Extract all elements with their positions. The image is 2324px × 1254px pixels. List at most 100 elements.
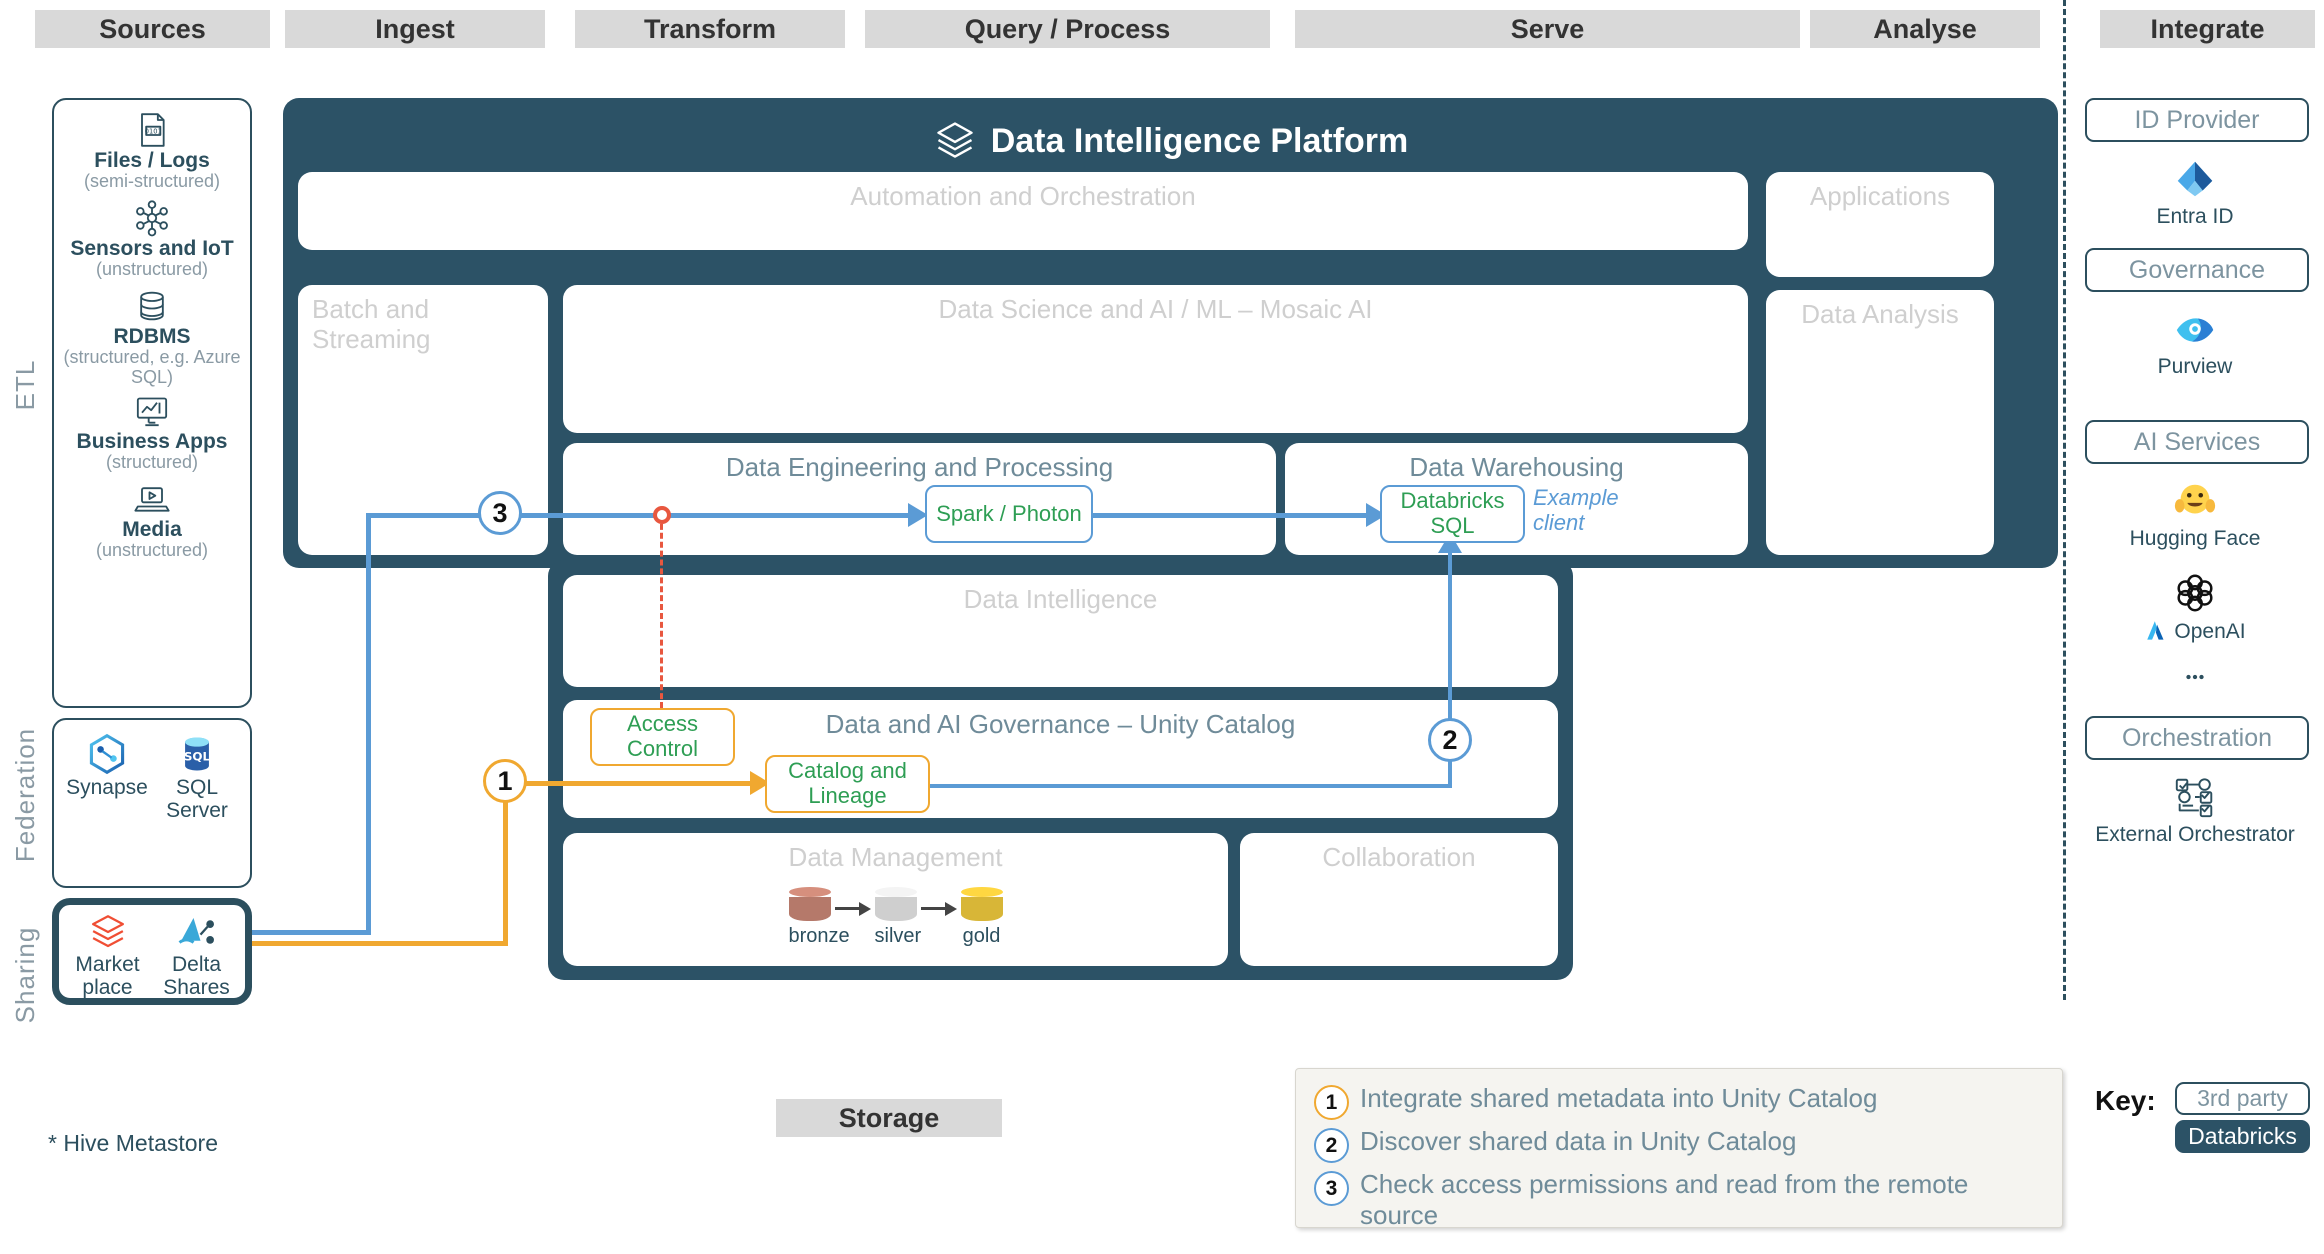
connector-step3-from-sharing	[252, 930, 370, 935]
mosaic-ai-box[interactable]: Data Science and AI / ML – Mosaic AI	[563, 285, 1748, 433]
source-subtitle: (structured, e.g. Azure SQL)	[63, 346, 241, 387]
integrate-pill-id-provider[interactable]: ID Provider	[2085, 98, 2309, 142]
step-marker-3[interactable]: 3	[478, 491, 522, 535]
applications-label: Applications	[1809, 181, 1951, 211]
data-intelligence-box[interactable]: Data Intelligence	[563, 575, 1558, 687]
source-title: Sensors and IoT	[70, 236, 234, 260]
federation-item-label: Synapse	[66, 776, 148, 799]
data-management-label: Data Management	[788, 842, 1003, 872]
legend-entry-1: 1 Integrate shared metadata into Unity Ca…	[1314, 1083, 2044, 1120]
sharing-item-0[interactable]: Market place	[63, 911, 152, 999]
access-control-box[interactable]: Access Control	[590, 708, 735, 766]
automation-orchestration-box[interactable]: Automation and Orchestration	[298, 172, 1748, 250]
connector-spark-to-sql	[1090, 513, 1373, 518]
platform-title-text: Data Intelligence Platform	[990, 121, 1409, 160]
integrate-item-label: Entra ID	[2156, 205, 2234, 228]
integrate-item-label: Purview	[2157, 355, 2233, 379]
source-item-1[interactable]: Sensors and IoT(unstructured)	[60, 198, 244, 280]
databricks-sql-box[interactable]: Databricks SQL	[1380, 485, 1525, 543]
source-title: Files / Logs	[94, 149, 210, 172]
integrate-pill-governance[interactable]: Governance	[2085, 248, 2309, 293]
phase-bar-serve[interactable]: Serve	[1295, 10, 1800, 48]
hugging-face-icon	[2172, 478, 2218, 524]
integrate-item-label: OpenAI	[2174, 619, 2246, 643]
step-marker-2[interactable]: 2	[1428, 718, 1472, 762]
integrate-pill-ai-services[interactable]: AI Services	[2085, 420, 2309, 465]
phase-bar-analyse[interactable]: Analyse	[1810, 10, 2040, 48]
batch-streaming-label: Batch and Streaming	[312, 294, 431, 354]
phase-bar-transform[interactable]: Transform	[575, 10, 845, 48]
medallion-arrow-icon	[920, 896, 957, 922]
data-analysis-box[interactable]: Data Analysis	[1766, 290, 1994, 555]
integrate-item-ai-services-0[interactable]: Hugging Face	[2085, 478, 2305, 550]
source-subtitle: (structured)	[105, 452, 199, 473]
legend-text: Discover shared data in Unity Catalog	[1360, 1126, 1797, 1156]
monitor-chart-icon	[132, 391, 172, 431]
azure-openai-icon	[2172, 570, 2218, 616]
integrate-item-label: External Orchestrator	[2095, 823, 2295, 847]
medallion-silver: silver	[874, 886, 921, 948]
data-intelligence-label: Data Intelligence	[963, 584, 1158, 614]
step-marker-1[interactable]: 1	[483, 759, 527, 803]
database-icon	[132, 286, 172, 326]
source-title: Media	[122, 518, 182, 542]
federation-item-label: SQL Server	[166, 776, 228, 823]
integrate-item-ai-services-1[interactable]: OpenAI	[2085, 570, 2305, 644]
integrate-item-orchestration-0[interactable]: External Orchestrator	[2085, 774, 2305, 846]
data-engineering-box[interactable]: Data Engineering and Processing	[563, 443, 1276, 555]
unity-catalog-label: Data and AI Governance – Unity Catalog	[825, 709, 1296, 739]
medallion-gold: gold	[960, 886, 1003, 948]
integrate-item-label: Hugging Face	[2129, 527, 2261, 551]
automation-orchestration-label: Automation and Orchestration	[850, 181, 1196, 211]
phase-bar-sources[interactable]: Sources	[35, 10, 270, 48]
sharing-item-1[interactable]: Delta Shares	[152, 911, 241, 999]
key-databricks-pill: Databricks	[2175, 1120, 2310, 1153]
collaboration-box[interactable]: Collaboration	[1240, 833, 1558, 966]
source-item-2[interactable]: RDBMS(structured, e.g. Azure SQL)	[60, 286, 244, 388]
etl-side-label: ETL	[9, 359, 40, 411]
access-control-dot-icon	[653, 506, 671, 524]
connector-step1-from-sharing	[252, 941, 508, 946]
svg-text:SQL: SQL	[184, 749, 211, 763]
phase-bar-integrate[interactable]: Integrate	[2100, 10, 2315, 48]
federation-item-0[interactable]: Synapse	[62, 732, 152, 822]
spark-photon-box[interactable]: Spark / Photon	[925, 485, 1093, 543]
connector-step3-arrowhead	[908, 503, 928, 527]
connector-step1-vertical	[503, 781, 508, 945]
legend-text: Integrate shared metadata into Unity Cat…	[1360, 1083, 1878, 1113]
storage-label: Storage	[776, 1099, 1002, 1137]
federation-side-label: Federation	[9, 727, 40, 863]
integrate-item-id-provider-0[interactable]: Entra ID	[2085, 156, 2305, 228]
catalog-lineage-box[interactable]: Catalog and Lineage	[765, 755, 930, 813]
data-management-box[interactable]: Data Management bronze silver gold	[563, 833, 1228, 966]
applications-box[interactable]: Applications	[1766, 172, 1994, 277]
azure-a-icon	[2144, 618, 2170, 644]
data-engineering-label: Data Engineering and Processing	[725, 452, 1114, 482]
medallion-label: gold	[962, 924, 1001, 947]
legend-number: 3	[1314, 1171, 1349, 1206]
phase-bar-query-process[interactable]: Query / Process	[865, 10, 1270, 48]
federation-card[interactable]: Synapse SQL SQL Server	[52, 718, 252, 888]
access-control-dashed-link	[660, 515, 663, 708]
source-item-3[interactable]: Business Apps(structured)	[60, 391, 244, 473]
integrate-pill-orchestration[interactable]: Orchestration	[2085, 716, 2309, 761]
azure-synapse-icon	[85, 732, 129, 776]
federation-item-1[interactable]: SQL SQL Server	[152, 732, 242, 822]
integrate-item-ai-services-2[interactable]	[2085, 664, 2305, 690]
source-item-4[interactable]: Media(unstructured)	[60, 479, 244, 561]
hive-metastore-footnote: * Hive Metastore	[48, 1130, 219, 1156]
legend-box: 1 Integrate shared metadata into Unity Ca…	[1295, 1068, 2063, 1230]
integrate-item-governance-0[interactable]: Purview	[2085, 306, 2305, 378]
phase-bar-ingest[interactable]: Ingest	[285, 10, 545, 48]
medallion-arrow-icon	[834, 896, 871, 922]
legend-number: 1	[1314, 1085, 1349, 1120]
delta-shares-icon	[176, 911, 218, 953]
purview-icon	[2172, 306, 2218, 352]
medallion-bronze: bronze	[788, 886, 850, 948]
